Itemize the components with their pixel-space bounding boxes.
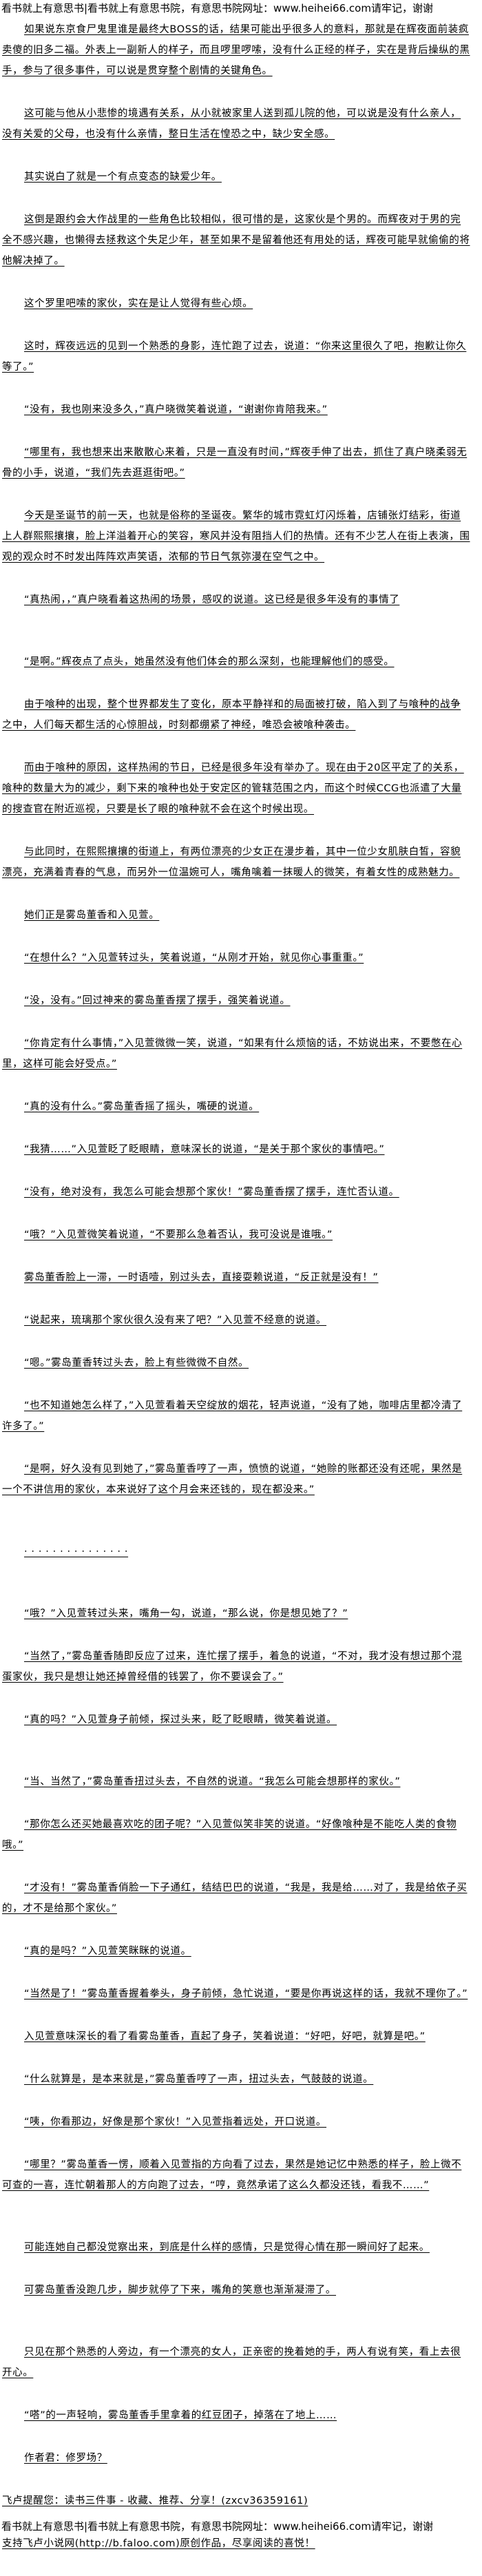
story-paragraph: 这倒是跟约会大作战里的一些角色比较相似，很可惜的是，这家伙是个男的。而辉夜对于男… (2, 214, 470, 267)
site-banner-top: 看书就上有意思书|看书就上有意思书院，有意思书院网址：www.heihei66.… (1, 2, 433, 14)
story-paragraph: 这个罗里吧嗦的家伙，实在是让人觉得有些心烦。 (24, 298, 253, 309)
story-paragraph: “咦，你看那边，好像是那个家伙！”入见萱指着远处，开口说道。 (24, 2117, 327, 2128)
story-paragraph: “真热闹，，”真户晓看着这热闹的场景，感叹的说道。这已经是很多年没有的事情了 (24, 594, 400, 605)
story-paragraph: 由于喰种的出现，整个世界都发生了变化，原本平静祥和的局面被打破，陷入到了与喰种的… (2, 699, 461, 731)
story-paragraph: “那你怎么还买她最喜欢吃的团子呢？”入见萱似笑非笑的说道。“好像喰种是不能吃人类… (2, 1819, 457, 1851)
story-paragraph: “也不知道她怎么样了，”入见萱看着天空绽放的烟花，轻声说道，“没有了她，咖啡店里… (2, 1400, 463, 1432)
story-paragraph: “没有，绝对没有，我怎么可能会想那个家伙！”雾岛董香摆了摆手，连忙否认道。 (24, 1187, 399, 1198)
story-paragraph: “嗒”的一声轻响，雾岛董香手里拿着的红豆团子，掉落在了地上…… (24, 2410, 337, 2421)
story-paragraph: “是啊。”辉夜点了点头，她虽然没有他们体会的那么深刻，也能理解他们的感受。 (24, 656, 395, 667)
story-paragraph: 可能连她自己都没觉察出来，到底是什么样的感情，只是觉得心情在那一瞬间好了起来。 (24, 2242, 430, 2253)
story-paragraph: 雾岛董香脸上一滞，一时语噎，别过头去，直接耍赖说道，“反正就是没有！” (24, 1272, 379, 1283)
support-site-note: 支持飞卢小说网(http://b.faloo.com)原创作品，尽享阅读的喜悦！ (2, 2538, 315, 2549)
story-paragraph: “当然了，”雾岛董香随即反应了过来，连忙摆了摆手，着急的说道，“不对，我才没有想… (2, 1651, 463, 1683)
story-paragraph: “没，没有。”回过神来的雾岛董香摆了摆手，强笑着说道。 (24, 995, 291, 1006)
story-paragraph: 其实说白了就是一个有点变态的缺爱少年。 (24, 172, 222, 183)
chapter-content: 如果说东京食尸鬼里谁是最终大BOSS的话，结果可能出乎很多人的意料，那就是在辉夜… (2, 19, 470, 2576)
story-paragraph: 这可能与他从小悲惨的境遇有关系，从小就被家里人送到孤儿院的他，可以说是没有什么亲… (2, 108, 461, 140)
story-paragraph: “是啊，好久没有见到她了，”雾岛董香哼了一声，愤愤的说道，“她赊的账都还没有还呢… (2, 1464, 463, 1495)
story-paragraph: “真的是吗？”入见萱笑眯眯的说道。 (24, 1946, 191, 1957)
story-paragraph: “在想什么？”入见萱转过头，笑着说道，“从刚才开始，就见你心事重重。” (24, 953, 364, 964)
story-paragraph: · · · · · · · · · · · · · · · (24, 1546, 129, 1557)
story-paragraph: “才没有！”雾岛董香俏脸一下子通红，结结巴巴的说道，“我是，我是给……对了，我是… (2, 1882, 468, 1914)
story-paragraph: “嗯。”雾岛董香转过头去，脸上有些微微不自然。 (24, 1358, 249, 1369)
story-paragraph: 入见萱意味深长的看了看雾岛董香，直起了身子，笑着说道：“好吧，好吧，就算是吧。” (24, 2031, 426, 2042)
site-banner-bottom: 看书就上有意思书|看书就上有意思书院，有意思书院网址：www.heihei66.… (1, 2520, 433, 2533)
story-paragraph: 今天是圣诞节的前一天，也就是俗称的圣诞夜。繁华的城市霓虹灯闪烁着，店铺张灯结彩，… (2, 510, 470, 563)
story-paragraph: 与此同时，在熙熙攘攘的街道上，有两位漂亮的少女正在漫步着，其中一位少女肌肤白皙，… (2, 846, 461, 878)
story-paragraph: “哦？”入见萱转过头来，嘴角一勾，说道，“那么说，你是想见她了？” (24, 1608, 348, 1619)
story-paragraph: “什么就算是，是本来就是，”雾岛董香哼了一声，扭过头去，气鼓鼓的说道。 (24, 2074, 374, 2085)
story-paragraph: “哦？”入见萱微笑着说道，“不要那么急着否认，我可没说是谁哦。” (24, 1229, 333, 1240)
story-paragraph: “你肯定有什么事情，”入见萱微微一笑，说道，“如果有什么烦恼的话，不妨说出来，不… (2, 1038, 463, 1070)
story-paragraph: 她们正是雾岛董香和入见萱。 (24, 910, 160, 921)
story-paragraph: 而由于喰种的原因，这样热闹的节日，已经是很多年没有举办了。现在由于20区平定了的… (2, 762, 464, 815)
story-paragraph: 如果说东京食尸鬼里谁是最终大BOSS的话，结果可能出乎很多人的意料，那就是在辉夜… (2, 24, 470, 76)
story-paragraph: “真的吗？”入见萱身子前倾，探过头来，眨了眨眼睛，微笑着说道。 (24, 1714, 337, 1725)
reader-reminder-note: 飞卢提醒您：读书三件事 - 收藏、推荐、分享！(zxcv36359161) (2, 2495, 308, 2506)
story-paragraph: 这时，辉夜远远的见到一个熟悉的身影，连忙跑了过去，说道：“你来这里很久了吧，抱歉… (2, 341, 467, 373)
story-paragraph: “当然是了！”雾岛董香握着拳头，身子前倾，急忙说道，“要是你再说这样的话，我就不… (24, 1988, 468, 1999)
story-paragraph: “哪里有，我也想来出来散散心来着，只是一直没有时间，”辉夜手伸了出去，抓住了真户… (2, 447, 468, 479)
story-paragraph: “没有，我也刚来没多久，”真户晓微笑着说道，“谢谢你肯陪我来。” (24, 404, 328, 415)
story-paragraph: “我猜……”入见萱眨了眨眼睛，意味深长的说道，“是关于那个家伙的事情吧。” (24, 1144, 385, 1155)
story-paragraph: “真的没有什么。”雾岛董香摇了摇头，嘴硬的说道。 (24, 1101, 260, 1112)
story-paragraph: “说起来，琉璃那个家伙很久没有来了吧？”入见萱不经意的说道。 (24, 1315, 327, 1326)
story-paragraph: 作者君：修罗场？ (24, 2453, 107, 2464)
story-paragraph: 只见在那个熟悉的人旁边，有一个漂亮的女人，正亲密的挽着她的手，两人有说有笑，看上… (2, 2347, 461, 2378)
story-paragraph: 可雾岛董香没跑几步，脚步就停了下来，嘴角的笑意也渐渐凝滞了。 (24, 2285, 336, 2296)
story-paragraph: “哪里？”雾岛董香一愣，顺着入见萱指的方向看了过去，果然是她记忆中熟悉的样子，脸… (2, 2159, 462, 2191)
story-paragraph: “当、当然了，”雾岛董香扭过头去，不自然的说道。“我怎么可能会想那样的家伙。” (24, 1776, 401, 1787)
